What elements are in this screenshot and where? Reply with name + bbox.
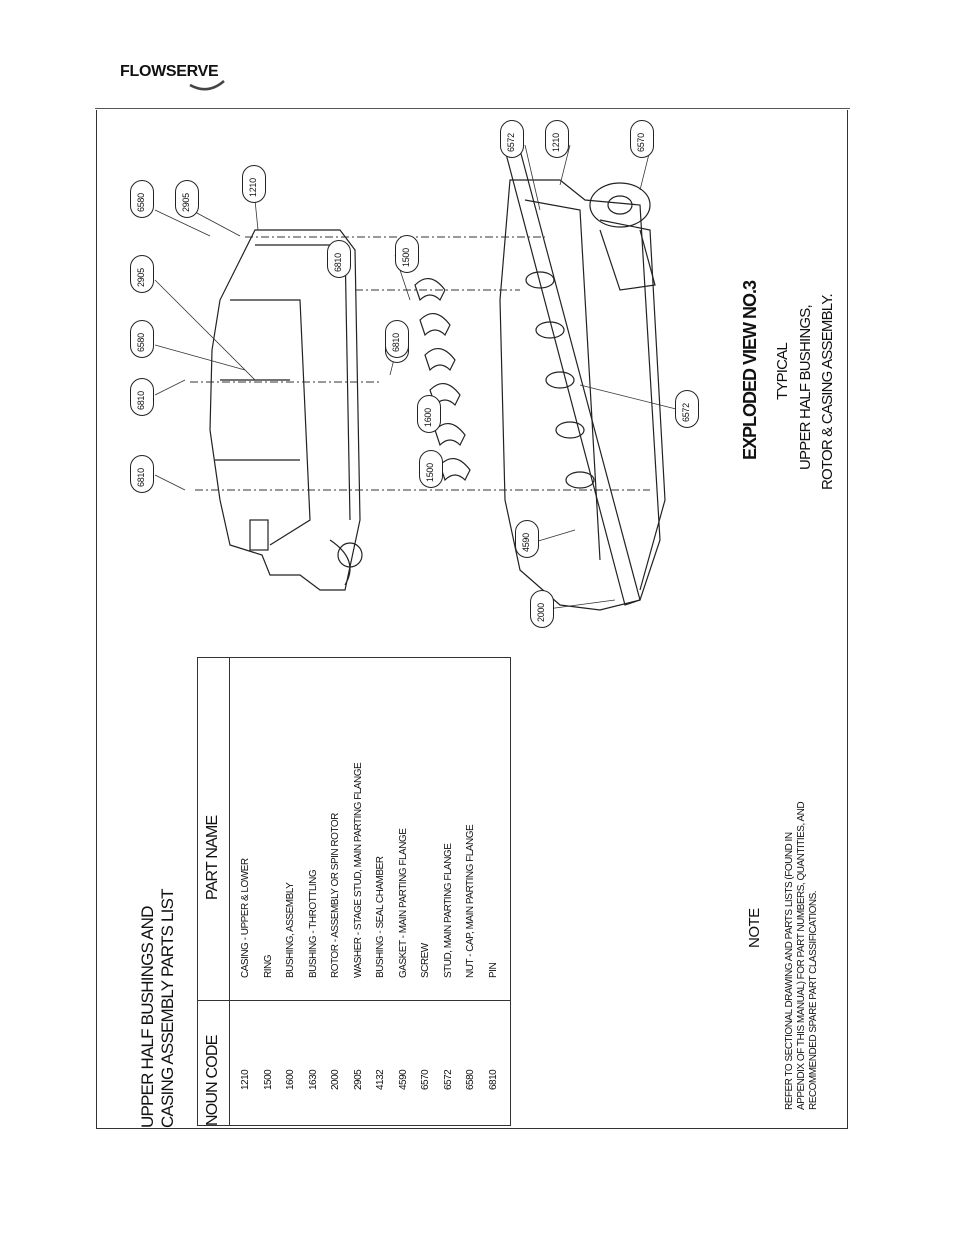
table-column-divider	[197, 1000, 511, 1001]
alignment-lines	[190, 236, 650, 491]
callout-circle	[675, 390, 699, 428]
parts-table	[197, 657, 511, 1126]
bushings-drawing	[414, 278, 471, 482]
callout-number: 6810	[391, 333, 401, 352]
table-header-divider	[229, 657, 230, 1126]
callout-circle	[130, 180, 154, 218]
callout-circle	[130, 455, 154, 493]
callout-number: 6570	[636, 133, 646, 152]
callout-circle	[515, 520, 539, 558]
callout-circle	[500, 120, 524, 158]
callout-number: 6810	[136, 391, 146, 410]
callout-number: 4590	[521, 533, 531, 552]
callout-number: 6580	[136, 333, 146, 352]
callout-circle	[395, 235, 419, 273]
callout-number: 6572	[506, 133, 516, 152]
callout-circle	[130, 255, 154, 293]
callout-circle	[385, 320, 409, 358]
callout-circle	[130, 378, 154, 416]
leader-lines	[154, 144, 681, 611]
callout-circle	[242, 165, 266, 203]
flowserve-logo: FLOWSERVE	[120, 55, 230, 95]
callout-circle	[545, 120, 569, 158]
logo-swoosh-icon	[189, 80, 225, 91]
callout-number: 1210	[551, 133, 561, 152]
upper-casing-drawing	[209, 229, 363, 591]
callout-number: 6810	[136, 468, 146, 487]
callout-circle	[630, 120, 654, 158]
lower-casing-drawing	[499, 179, 666, 611]
callout-number: 2000	[536, 603, 546, 622]
header-rule	[95, 108, 850, 109]
callout-number: 1210	[248, 178, 258, 197]
callout-circle	[419, 450, 443, 488]
callout-number: 2905	[136, 268, 146, 287]
callout-circle	[327, 240, 351, 278]
callout-number: 1600	[423, 408, 433, 427]
logo-wordmark: FLOWSERVE	[120, 63, 219, 80]
callout-number: 6580	[136, 193, 146, 212]
callout-circle	[417, 395, 441, 433]
callout-number: 1500	[425, 463, 435, 482]
callout-number: 6810	[333, 253, 343, 272]
callout-circle	[530, 590, 554, 628]
callout-number: 1500	[401, 248, 411, 267]
callout-circle	[175, 180, 199, 218]
callout-number: 6572	[681, 403, 691, 422]
drawing-frame	[96, 110, 848, 1129]
callout-circle	[130, 320, 154, 358]
callout-number: 2905	[181, 193, 191, 212]
